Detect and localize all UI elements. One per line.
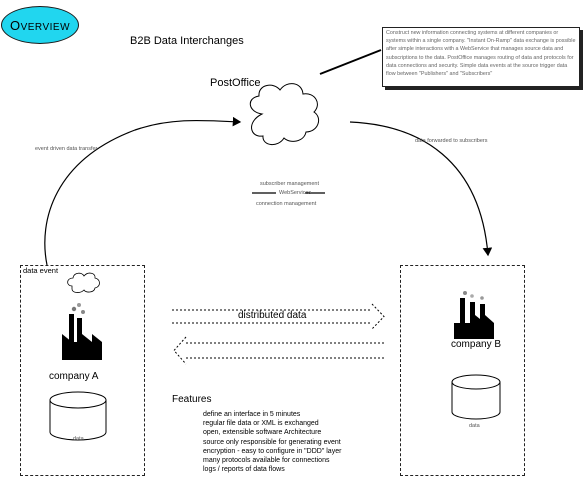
note-connector-line bbox=[319, 49, 382, 75]
overview-badge[interactable]: OVERVIEW bbox=[1, 6, 79, 44]
forwarded-label: data forwarded to subscribers bbox=[415, 138, 488, 144]
feature-item: source only responsible for generating e… bbox=[203, 438, 341, 446]
event-driven-arrow bbox=[44, 116, 242, 266]
postoffice-cloud-icon bbox=[249, 83, 320, 145]
feature-item: many protocols available for connections bbox=[203, 457, 330, 465]
distributed-data-label: distributed data bbox=[238, 310, 307, 321]
company-b-db-label: data bbox=[469, 423, 480, 429]
company-a-db-label: data bbox=[73, 436, 84, 442]
event-driven-label: event driven data transfer bbox=[35, 146, 98, 152]
data-event-cloud-icon bbox=[67, 272, 100, 293]
feature-item: regular file data or XML is exchanged bbox=[203, 420, 319, 428]
subscriber-management-label: subscriber management bbox=[260, 181, 320, 187]
company-a-box: data event company A data bbox=[20, 265, 145, 476]
features-title: Features bbox=[172, 394, 212, 405]
feature-item: logs / reports of data flows bbox=[203, 466, 285, 474]
connection-management-label: connection management bbox=[256, 201, 317, 207]
factory-a-icon bbox=[62, 303, 102, 360]
distributed-arrow-right bbox=[172, 303, 385, 330]
description-note: Construct new information connecting sys… bbox=[382, 27, 580, 87]
forwarded-arrow bbox=[349, 121, 493, 257]
factory-b-icon bbox=[454, 291, 494, 339]
distributed-arrow-left bbox=[173, 336, 385, 365]
database-b-icon bbox=[451, 374, 501, 420]
overview-label: OVERVIEW bbox=[9, 17, 71, 33]
postoffice-label: PostOffice bbox=[210, 77, 261, 89]
features-list: define an interface in 5 minutes regular… bbox=[203, 410, 341, 474]
company-b-label: company B bbox=[451, 339, 502, 350]
feature-item: define an interface in 5 minutes bbox=[203, 411, 301, 418]
feature-item: open, extensible software Architecture bbox=[203, 429, 322, 437]
data-event-label: data event bbox=[23, 266, 59, 275]
company-b-box: company B data bbox=[400, 265, 525, 476]
webservices-label: WebServices bbox=[279, 190, 312, 196]
company-a-label: company A bbox=[49, 371, 99, 382]
diagram-title: B2B Data Interchanges bbox=[130, 35, 244, 47]
database-a-icon bbox=[49, 391, 107, 441]
feature-item: encryption - easy to configure in "DDD" … bbox=[203, 447, 342, 455]
